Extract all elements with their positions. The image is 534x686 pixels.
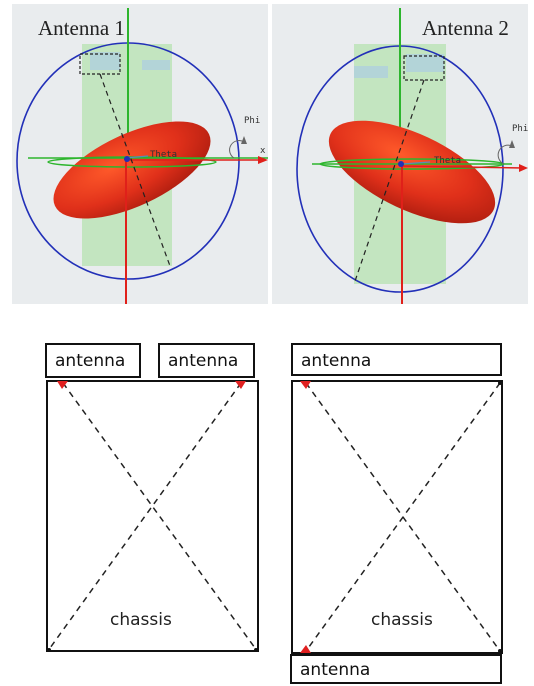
antenna-element bbox=[90, 52, 120, 70]
arrow-right-bottom bbox=[300, 645, 311, 653]
chassis-left-outline bbox=[46, 380, 259, 652]
arrow-left-b bbox=[235, 381, 246, 389]
arrow-right-top bbox=[300, 381, 311, 389]
diagonal-dashed bbox=[99, 73, 171, 267]
antenna-1-pattern-panel: Antenna 1 Phi Theta x bbox=[12, 4, 268, 304]
phi-label: Phi bbox=[244, 116, 261, 126]
phi-label: Phi bbox=[512, 124, 528, 134]
antenna-label: antenna bbox=[301, 351, 372, 371]
phi-arc bbox=[229, 140, 245, 159]
antenna-element-2 bbox=[142, 60, 170, 70]
phi-arc bbox=[497, 144, 513, 165]
antenna-box-left-b: antenna bbox=[158, 343, 255, 378]
origin-point bbox=[398, 161, 404, 167]
antenna-1-pattern-graphic bbox=[16, 8, 268, 304]
antenna-box-left-a: antenna bbox=[45, 343, 141, 378]
chassis-right-diagonal-2 bbox=[305, 382, 501, 652]
radiation-lobe bbox=[53, 121, 211, 219]
chassis-right-label: chassis bbox=[371, 610, 433, 630]
corner-dot bbox=[254, 648, 258, 652]
chassis-right-outline bbox=[291, 380, 503, 654]
x-label: x bbox=[260, 146, 266, 156]
antenna-label: antenna bbox=[168, 351, 239, 371]
antenna-box-right-bottom: antenna bbox=[290, 654, 502, 684]
antenna-label: antenna bbox=[300, 660, 371, 680]
phi-arrowhead bbox=[241, 136, 247, 144]
x-arrowhead bbox=[258, 156, 268, 164]
antenna-box-right-top: antenna bbox=[291, 343, 502, 376]
origin-point bbox=[124, 156, 130, 162]
antenna-element-2 bbox=[406, 54, 444, 72]
radiation-lobe bbox=[328, 120, 496, 224]
theta-label: Theta bbox=[150, 150, 178, 160]
theta-indicator bbox=[401, 161, 431, 165]
antenna-2-pattern-panel: Antenna 2 Phi Theta bbox=[272, 4, 528, 304]
corner-dot bbox=[498, 649, 502, 653]
antenna-element bbox=[354, 66, 388, 78]
antenna-1-title: Antenna 1 bbox=[38, 16, 125, 40]
antenna-label: antenna bbox=[55, 351, 126, 371]
x-arrowhead bbox=[519, 164, 528, 172]
corner-dot bbox=[498, 381, 502, 385]
feed-box bbox=[403, 55, 445, 81]
x-axis-red bbox=[401, 165, 525, 169]
theta-label: Theta bbox=[434, 156, 462, 166]
chassis-left-diagonal-1 bbox=[62, 382, 256, 649]
corner-dot bbox=[47, 648, 51, 652]
arrow-left-a bbox=[57, 381, 68, 389]
phi-arrowhead bbox=[509, 140, 515, 148]
chassis-schematics bbox=[46, 380, 503, 654]
chassis-left-diagonal-2 bbox=[49, 382, 242, 649]
antenna-2-pattern-graphic bbox=[296, 8, 528, 304]
chassis-left-label: chassis bbox=[110, 610, 172, 630]
antenna-2-title: Antenna 2 bbox=[422, 16, 509, 40]
